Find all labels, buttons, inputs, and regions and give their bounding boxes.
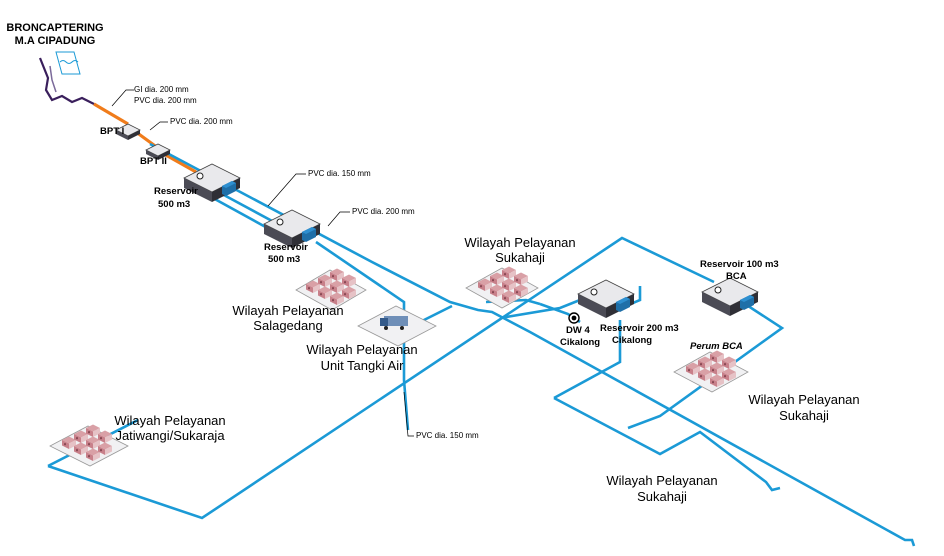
bpt-1-label: BPT I [100, 126, 124, 137]
reservoir-bca-line2: BCA [726, 271, 747, 282]
region-salagedang: Wilayah Pelayanan Salagedang [232, 303, 343, 333]
source-title: BRONCAPTERING M.A CIPADUNG [6, 22, 103, 47]
region-jatiwangi-line1: Wilayah Pelayanan [114, 413, 225, 428]
houses-salagedang [295, 268, 367, 311]
reservoir-1-label-line2: 500 m3 [158, 199, 190, 210]
region-tangki: Wilayah Pelayanan Unit Tangki Air [306, 342, 417, 373]
pipe-label-gi-200: GI dia. 200 mm [134, 85, 189, 94]
region-jatiwangi: Wilayah Pelayanan Jatiwangi/Sukaraja [114, 413, 225, 443]
dw4-label-line2: Cikalong [560, 337, 600, 348]
reservoir-1: Reservoir 500 m3 [154, 163, 241, 210]
reservoir-2-label-line1: Reservoir [264, 242, 308, 253]
perum-bca-label: Perum BCA [690, 341, 743, 352]
bpt-2-label: BPT II [140, 156, 167, 167]
reservoir-2: Reservoir 500 m3 [263, 209, 321, 265]
region-tangki-line1: Wilayah Pelayanan [306, 342, 417, 357]
source-title-line2: M.A CIPADUNG [15, 35, 96, 47]
reservoir-bca: Reservoir 100 m3 BCA [700, 259, 779, 317]
pipe-label-pvc-200-c: PVC dia. 200 mm [352, 207, 415, 216]
water-tanker-unit [357, 305, 437, 347]
region-sukahaji-top-line1: Wilayah Pelayanan [464, 235, 575, 250]
bpt-1: BPT I [100, 123, 141, 141]
region-sukahaji-bottom-line2: Sukahaji [637, 489, 687, 504]
region-sukahaji-top: Wilayah Pelayanan Sukahaji [464, 235, 575, 265]
houses-jatiwangi [49, 424, 129, 467]
pipe-label-pvc-150-b: PVC dia. 150 mm [416, 431, 479, 440]
dw4-label-line1: DW 4 [566, 325, 590, 336]
region-sukahaji-bottom: Wilayah Pelayanan Sukahaji [606, 473, 717, 504]
bpt-2: BPT II [140, 143, 171, 167]
region-tangki-line2: Unit Tangki Air [321, 358, 405, 373]
pipe-label-pvc-200-b: PVC dia. 200 mm [170, 117, 233, 126]
reservoir-cikalong-line1: Reservoir 200 m3 [600, 323, 679, 334]
region-jatiwangi-line2: Jatiwangi/Sukaraja [115, 428, 225, 443]
pipe-label-pvc-150-a: PVC dia. 150 mm [308, 169, 371, 178]
river-source [38, 51, 95, 105]
region-salagedang-line2: Salagedang [253, 318, 322, 333]
region-sukahaji-bottom-line1: Wilayah Pelayanan [606, 473, 717, 488]
region-sukahaji-right: Wilayah Pelayanan Sukahaji [748, 392, 859, 423]
region-sukahaji-right-line1: Wilayah Pelayanan [748, 392, 859, 407]
reservoir-2-label-line2: 500 m3 [268, 254, 300, 265]
reservoir-1-label-line1: Reservoir [154, 186, 198, 197]
region-salagedang-line1: Wilayah Pelayanan [232, 303, 343, 318]
source-title-line1: BRONCAPTERING [6, 22, 103, 34]
reservoir-cikalong: Reservoir 200 m3 Cikalong [577, 279, 679, 346]
pipe-label-pvc-200-a: PVC dia. 200 mm [134, 96, 197, 105]
houses-perum-bca: Perum BCA [673, 341, 749, 393]
callout-gi-200 [111, 89, 414, 437]
region-sukahaji-right-line2: Sukahaji [779, 408, 829, 423]
reservoir-cikalong-line2: Cikalong [612, 335, 652, 346]
dw4-well: DW 4 Cikalong [560, 312, 600, 348]
region-sukahaji-top-line2: Sukahaji [495, 250, 545, 265]
houses-sukahaji-top [465, 266, 539, 309]
reservoir-bca-line1: Reservoir 100 m3 [700, 259, 779, 270]
